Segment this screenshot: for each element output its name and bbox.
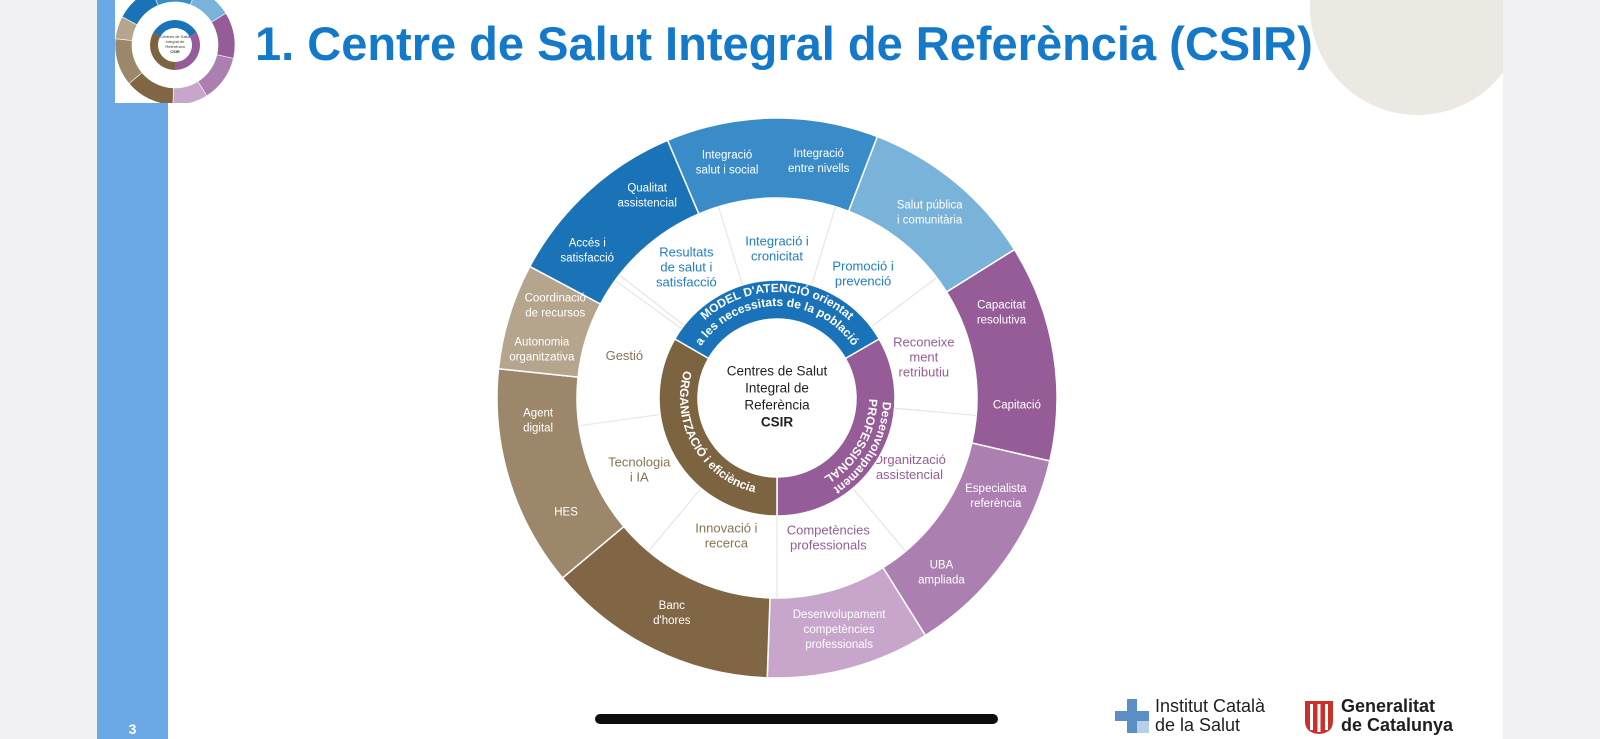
thumb-center-label: Integral de xyxy=(166,39,186,44)
middle-divider xyxy=(647,488,702,552)
thumb-inner-segment xyxy=(150,32,175,70)
thumb-middle-ring xyxy=(132,2,218,88)
outer-label: Capitació xyxy=(993,399,1041,411)
outer-label: HES xyxy=(554,507,578,519)
middle-divider xyxy=(619,274,685,326)
middle-divider xyxy=(717,206,744,286)
thumb-center-label: Referència xyxy=(165,44,185,49)
center-label-line: Integral de xyxy=(745,381,809,396)
thumb-inner-segment xyxy=(153,20,197,37)
generalitat-logo-line2: de Catalunya xyxy=(1341,715,1454,735)
middle-divider xyxy=(852,488,907,552)
middle-label: Gestió xyxy=(606,349,644,364)
home-indicator[interactable] xyxy=(595,714,998,724)
generalitat-logo-line1: Generalitat xyxy=(1341,696,1436,716)
center-label-line: Referència xyxy=(744,398,810,413)
page-title: 1. Centre de Salut Integral de Referènci… xyxy=(255,17,1313,70)
ics-logo-line2: de la Salut xyxy=(1155,715,1241,735)
wheel-center xyxy=(698,319,856,477)
sidebar: 3 xyxy=(97,0,168,739)
center-label-line: Centres de Salut xyxy=(727,364,828,379)
thumb-center-label: Centres de Salut xyxy=(160,34,191,39)
corner-decoration xyxy=(1310,0,1503,115)
generalitat-logo: Generalitat de Catalunya xyxy=(1303,697,1483,737)
thumb-inner-segment xyxy=(175,32,200,70)
middle-divider xyxy=(894,407,977,417)
thumb-center-label: CSIR xyxy=(170,49,180,54)
middle-divider xyxy=(870,277,938,328)
generalitat-emblem-icon xyxy=(1305,701,1333,734)
ics-logo-line1: Institut Català xyxy=(1155,696,1266,716)
middle-divider xyxy=(578,413,661,427)
center-label-csir: CSIR xyxy=(761,415,794,430)
ics-cross-icon xyxy=(1115,699,1149,733)
middle-divider xyxy=(614,279,682,330)
ics-logo: Institut Català de la Salut xyxy=(1115,697,1295,737)
middle-divider xyxy=(810,206,837,286)
page-number: 3 xyxy=(128,721,137,737)
